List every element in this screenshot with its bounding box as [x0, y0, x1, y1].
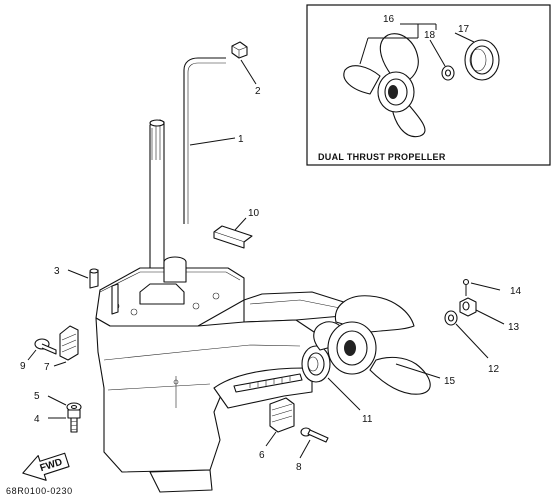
callout-7: 7 [44, 362, 50, 373]
anode-part-7 [59, 325, 79, 361]
thrust-washer-part-11 [301, 345, 331, 383]
callout-18: 18 [424, 30, 436, 41]
washer-part-5 [66, 402, 82, 412]
diagram-code: 68R0100-0230 [6, 486, 73, 496]
fwd-direction-arrow: FWD [22, 452, 70, 481]
callout-10: 10 [248, 208, 260, 219]
screw-part-8 [300, 427, 329, 443]
callout-4: 4 [34, 414, 40, 425]
callout-5: 5 [34, 391, 40, 402]
callout-3: 3 [54, 266, 60, 277]
callout-11: 11 [362, 414, 373, 425]
bolt-part-9 [34, 338, 57, 355]
bushing-part-10 [213, 225, 253, 249]
callout-2: 2 [255, 86, 261, 97]
dual-thrust-propeller-inset: 16 18 17 DUAL THRUST PROPELLER [306, 4, 551, 166]
bolt-part-4 [67, 409, 81, 433]
callout-9: 9 [20, 361, 26, 372]
callout-13: 13 [508, 322, 520, 333]
callout-1: 1 [238, 134, 244, 145]
callout-16: 16 [383, 14, 395, 25]
key-part-2 [231, 41, 248, 59]
shift-rod-part-1 [183, 57, 226, 224]
anode-part-6 [269, 397, 295, 433]
inset-title: DUAL THRUST PROPELLER [318, 152, 446, 162]
lower-case-housing [95, 256, 351, 493]
washer-part-12 [444, 310, 458, 326]
propeller-part-15 [313, 295, 431, 395]
callout-15: 15 [444, 376, 456, 387]
drive-shaft [149, 119, 165, 285]
callout-14: 14 [510, 286, 522, 297]
callout-6: 6 [259, 450, 265, 461]
callout-12: 12 [488, 364, 500, 375]
cotter-pin-part-14 [462, 278, 470, 296]
pin-part-3 [89, 268, 99, 289]
nut-part-13 [459, 297, 477, 317]
callout-8: 8 [296, 462, 302, 473]
callout-17: 17 [458, 24, 470, 35]
